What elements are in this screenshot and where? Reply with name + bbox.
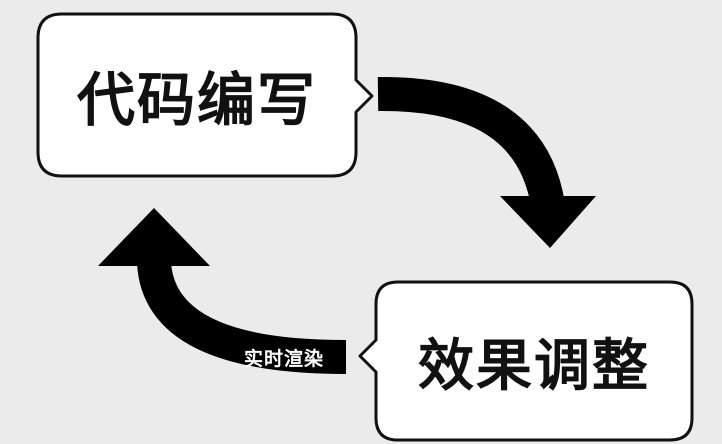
code-writing-label: 代码编写 xyxy=(76,66,317,134)
effect-adjust-box xyxy=(358,280,694,442)
forward-arrow-shaft xyxy=(377,76,565,209)
effect-adjust-label: 效果调整 xyxy=(418,333,650,399)
feedback-arrow-shaft xyxy=(137,260,347,374)
realtime-render-label: 实时渲染 xyxy=(243,347,324,370)
feedback-arrow-head xyxy=(98,208,210,266)
code-writing-box xyxy=(36,12,374,178)
forward-arrow-head xyxy=(500,196,596,248)
